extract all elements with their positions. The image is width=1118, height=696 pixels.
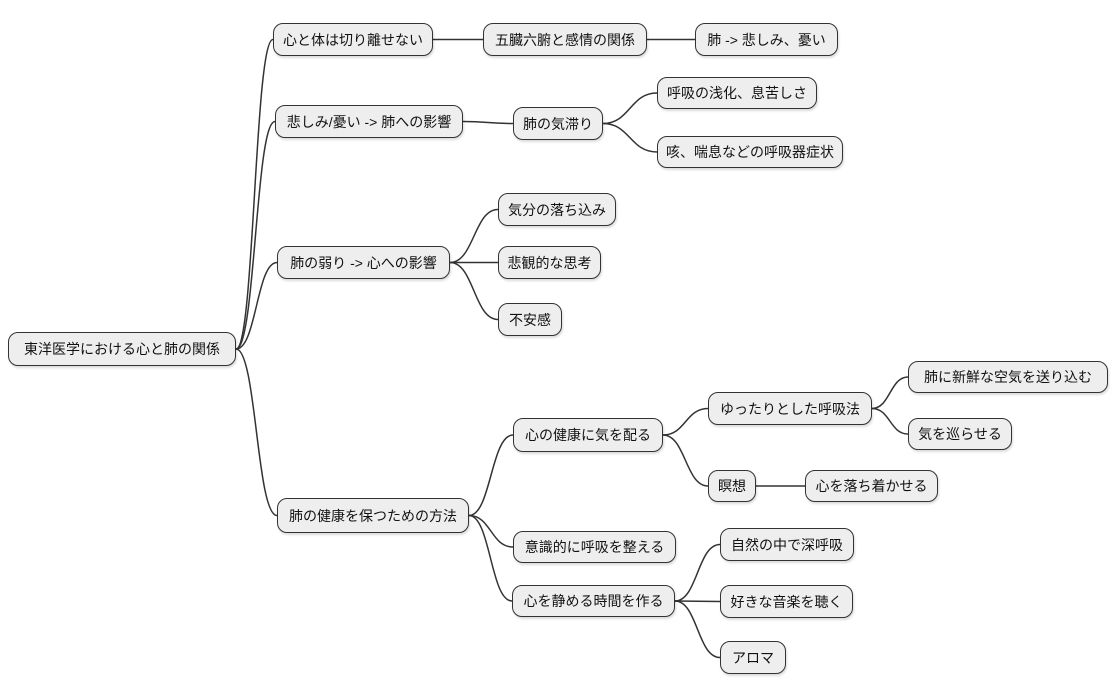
node-label: 悲しみ/憂い -> 肺への影響 <box>286 113 452 130</box>
mindmap-node-n1[interactable]: 心と体は切り離せない <box>273 23 433 56</box>
edge-n4a1-n4a1a <box>871 376 909 410</box>
edge-n3-n3a <box>449 208 499 264</box>
node-label: 肺に新鮮な空気を送り込む <box>924 369 1092 385</box>
edge-n4-n4c <box>468 514 513 602</box>
edge-n4c-n4c1 <box>674 543 721 602</box>
node-label: ゆったりとした呼吸法 <box>720 400 860 417</box>
mindmap-node-n4[interactable]: 肺の健康を保つための方法 <box>277 498 469 533</box>
node-label: 自然の中で深呼吸 <box>731 536 843 553</box>
mindmap-node-n4a2[interactable]: 瞑想 <box>708 470 756 502</box>
edge-root-n4 <box>235 348 278 517</box>
edge-n2a-n2a2 <box>602 122 658 153</box>
mindmap-node-n4a2a[interactable]: 心を落ち着かせる <box>805 470 938 502</box>
node-label: 心を静める時間を作る <box>523 593 664 609</box>
node-label: 気分の落ち込み <box>508 201 606 218</box>
node-label: 心と体は切り離せない <box>283 31 423 48</box>
edge-n4a-n4a2 <box>662 434 709 487</box>
node-label: 五臓六腑と感情の関係 <box>495 31 635 48</box>
node-label: 心の健康に気を配る <box>525 427 651 443</box>
mindmap-node-n4a1a[interactable]: 肺に新鮮な空気を送り込む <box>908 361 1108 393</box>
edge-n2a-n2a1 <box>602 92 658 125</box>
node-label: 気を巡らせる <box>918 426 1002 442</box>
mindmap-node-n4a1[interactable]: ゆったりとした呼吸法 <box>708 392 872 425</box>
mindmap-node-root[interactable]: 東洋医学における心と肺の関係 <box>8 332 236 366</box>
edge-n4a-n4a1 <box>662 407 709 436</box>
mindmap-node-n4b[interactable]: 意識的に呼吸を整える <box>513 531 676 563</box>
mindmap-node-n2[interactable]: 悲しみ/憂い -> 肺への影響 <box>275 105 463 138</box>
mindmap-node-n4a1b[interactable]: 気を巡らせる <box>908 418 1012 450</box>
mindmap-node-n4c1[interactable]: 自然の中で深呼吸 <box>720 528 854 561</box>
mindmap-node-n4a[interactable]: 心の健康に気を配る <box>513 418 663 452</box>
edge-n4a1-n4a1b <box>871 407 909 435</box>
node-label: 呼吸の浅化、息苦しさ <box>667 85 807 101</box>
edge-n2-n2a <box>462 120 514 125</box>
mindmap-node-n2a2[interactable]: 咳、喘息などの呼吸器症状 <box>657 136 843 168</box>
node-label: 肺の弱り -> 心への影響 <box>290 254 437 271</box>
edge-n4-n4a <box>468 434 514 517</box>
edge-n4-n4b <box>468 514 514 548</box>
edge-n4c-n4c3 <box>674 600 721 659</box>
edge-n4c-n4c2 <box>674 600 721 603</box>
edge-n3-n3c <box>449 261 499 321</box>
node-label: 肺の気滞り <box>523 115 593 132</box>
mindmap-node-n4c3[interactable]: アロマ <box>720 641 786 674</box>
node-label: 肺 -> 悲しみ、憂い <box>707 31 826 48</box>
node-label: 咳、喘息などの呼吸器症状 <box>666 144 834 160</box>
edge-root-n3 <box>235 261 278 350</box>
mindmap-node-n3a[interactable]: 気分の落ち込み <box>498 193 616 226</box>
mindmap-node-n2a1[interactable]: 呼吸の浅化、息苦しさ <box>657 77 817 109</box>
mindmap-node-n1a[interactable]: 五臓六腑と感情の関係 <box>483 23 647 56</box>
node-label: 心を落ち着かせる <box>815 478 928 494</box>
mindmap-node-n3b[interactable]: 悲観的な思考 <box>498 246 601 279</box>
node-label: 不安感 <box>509 311 551 328</box>
node-label: アロマ <box>732 649 774 666</box>
mindmap-node-n3c[interactable]: 不安感 <box>498 303 562 336</box>
node-label: 意識的に呼吸を整える <box>524 539 665 555</box>
node-label: 肺の健康を保つための方法 <box>289 507 457 524</box>
mindmap-node-n4c2[interactable]: 好きな音楽を聴く <box>720 585 853 618</box>
mindmap-node-n3[interactable]: 肺の弱り -> 心への影響 <box>277 246 450 279</box>
mindmap-node-n4c[interactable]: 心を静める時間を作る <box>512 585 675 617</box>
node-label: 瞑想 <box>718 478 746 494</box>
node-label: 悲観的な思考 <box>507 254 592 271</box>
node-label: 好きな音楽を聴く <box>730 593 843 610</box>
mindmap-node-n1a1[interactable]: 肺 -> 悲しみ、憂い <box>695 23 838 56</box>
edge-root-n2 <box>235 120 276 350</box>
edge-root-n1 <box>235 38 274 350</box>
node-label: 東洋医学における心と肺の関係 <box>24 341 220 357</box>
mindmap-node-n2a[interactable]: 肺の気滞り <box>513 107 603 140</box>
